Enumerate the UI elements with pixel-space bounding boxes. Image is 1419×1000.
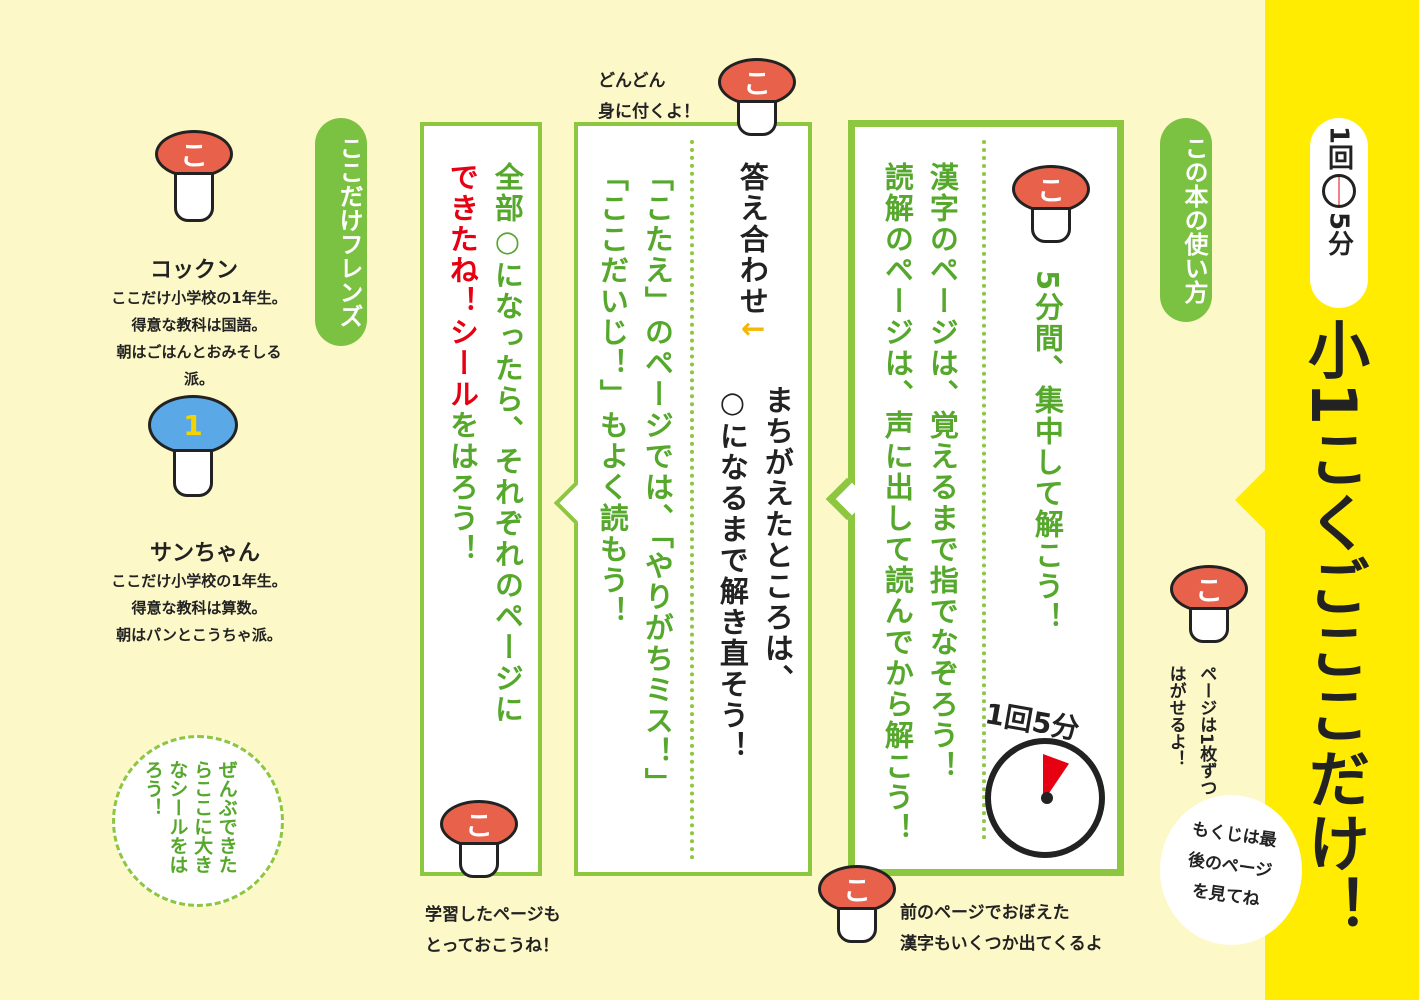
mascot-peel: こ [1170,565,1248,643]
panel3-line1: 全部○になったら、それぞれのページに [490,162,525,725]
sticker-circle [112,735,284,907]
panel2-line2: ○になるまで解き直そう！ [715,385,750,762]
note-top: どんどん 身に付くよ！ [598,71,700,122]
divider [982,140,986,840]
per-time: 1回 [1323,126,1354,171]
panel1-line1: 5分間、集中して解こう！ [1030,270,1065,634]
character-name: コックン [150,258,239,283]
book-title: 小1こくごここだけ！ [1297,318,1370,940]
sticker-circle-text: ぜんぶできたらここに大きなシールをはろう！ [141,760,238,874]
clock-icon [1322,174,1356,209]
mascot-san: 1 [148,395,238,497]
time-badge: 1回 5分 [1310,118,1368,308]
panel2-line1: まちがえたところは、 [760,385,795,695]
note-peel: ページは1枚ずつはがせるよ！ [1165,665,1217,796]
divider [690,140,694,860]
sticker-name: できたね！シール [445,162,480,410]
note-keep: 学習したページも とっておこうね！ [425,905,561,956]
friends-label: ここだけフレンズ [315,118,367,346]
panel2-line4: 「ここだいじ！」もよく読もう！ [595,162,630,627]
panel1-line3: 読解のページは、声に出して読んでから解こう！ [880,162,915,844]
panel2-line3: 「こたえ」のページでは、「やりがちミス！」 [640,162,675,799]
note-toc: もくじは最後のページを見てね [1186,819,1278,911]
panel-sticker [420,122,542,876]
mascot-top: こ [718,58,796,136]
note-prev: 前のページでおぼえた 漢字もいくつか出てくるよ [900,903,1103,954]
mascot-pointer: こ [1012,165,1090,243]
arrow-down-icon: ↓ [735,317,770,344]
mascot-kokkun: こ [155,130,233,222]
mascot-bottom: こ [440,800,518,878]
mascot-prev: こ [818,865,896,943]
toc-bubble [1160,795,1302,945]
panel3-line2: できたね！シールをはろう！ [445,162,480,565]
clock-icon [985,738,1105,858]
character-name: サンちゃん [150,541,261,566]
character-desc: ここだけ小学校の1年生。得意な教科は算数。朝はパンとこうちゃ派。 [111,572,287,644]
character-desc: ここだけ小学校の1年生。得意な教科は国語。朝はごはんとおみそしる派。 [111,289,287,388]
check-heading: 答え合わせ↓ [735,162,770,344]
minutes: 5分 [1323,212,1354,257]
title-band-notch [1235,470,1265,530]
howto-label: この本の使い方 [1160,118,1212,322]
panel1-line2: 漢字のページは、覚えるまで指でなぞろう！ [925,162,960,782]
